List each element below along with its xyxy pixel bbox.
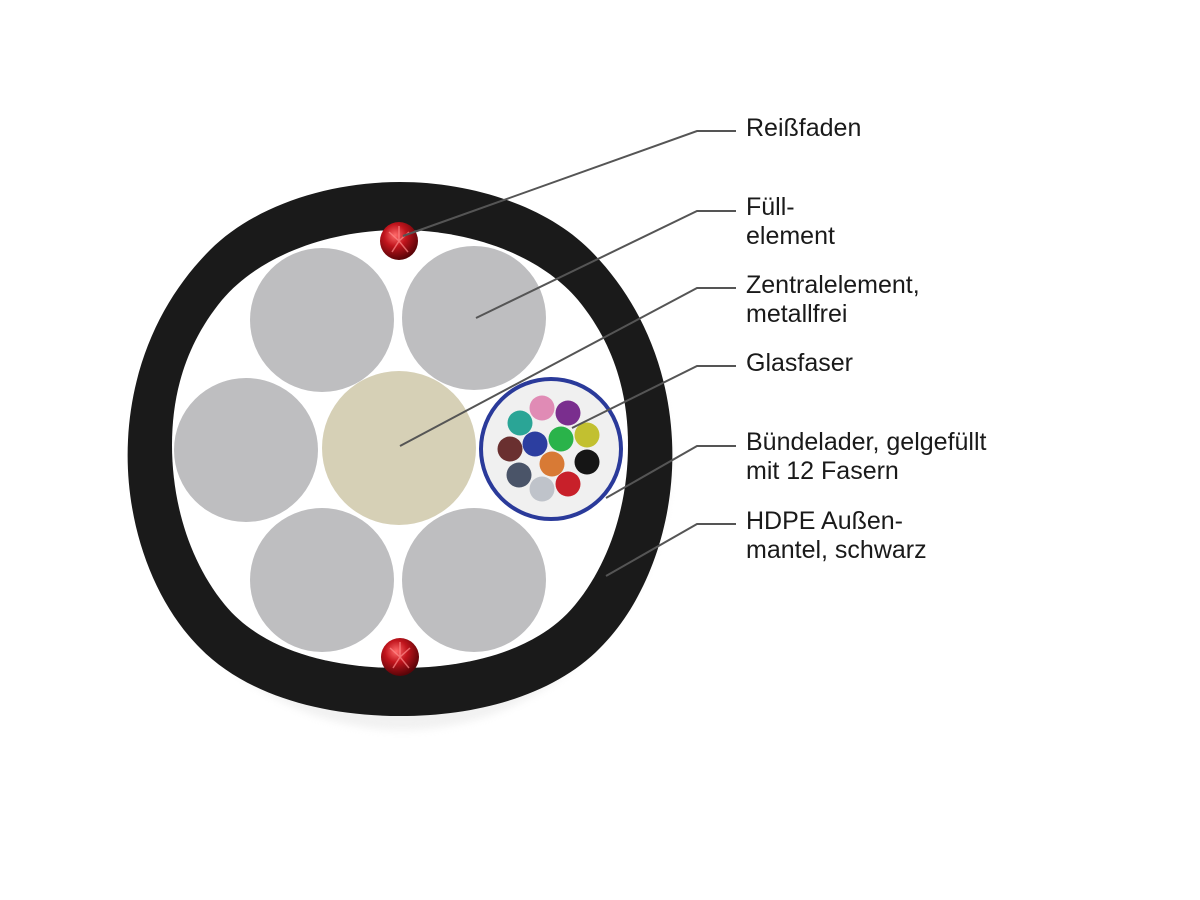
filler-element xyxy=(402,508,546,652)
label-tube-line-1: Bündelader, gelgefüllt xyxy=(746,428,987,456)
label-ripcord: Reißfaden xyxy=(746,114,861,143)
fiber-group xyxy=(497,395,600,502)
label-outer-jacket: HDPE Außen- mantel, schwarz xyxy=(746,507,927,565)
fiber xyxy=(497,436,523,462)
fiber xyxy=(529,395,555,421)
fiber xyxy=(539,451,565,477)
leader-line-filler xyxy=(475,210,736,319)
label-glass-fiber: Glasfaser xyxy=(746,349,853,378)
leader-line-central xyxy=(399,287,736,447)
label-central-line-2: metallfrei xyxy=(746,300,848,328)
label-filler-element: Füll- element xyxy=(746,193,835,251)
label-jacket-line-2: mantel, schwarz xyxy=(746,536,927,564)
fiber xyxy=(574,422,600,448)
leader-line-fiber xyxy=(571,365,736,429)
leader-line-ripcord xyxy=(402,130,736,237)
filler-element xyxy=(250,508,394,652)
leader-lines xyxy=(399,130,736,577)
label-jacket-line-1: HDPE Außen- xyxy=(746,507,904,535)
fiber xyxy=(507,410,533,436)
label-central-element: Zentralelement, metallfrei xyxy=(746,271,920,329)
fiber xyxy=(506,462,532,488)
filler-element xyxy=(250,248,394,392)
fiber xyxy=(574,449,600,475)
label-ripcord-line-1: Reißfaden xyxy=(746,114,862,142)
fiber xyxy=(555,400,581,426)
ripcord-top xyxy=(380,222,418,260)
label-fiber-line-1: Glasfaser xyxy=(746,349,853,377)
label-central-line-1: Zentralelement, xyxy=(746,271,920,299)
fiber xyxy=(548,426,574,452)
ripcord-bottom xyxy=(381,638,419,676)
filler-element xyxy=(174,378,318,522)
central-element xyxy=(322,371,476,525)
label-loose-tube: Bündelader, gelgefüllt mit 12 Fasern xyxy=(746,428,986,486)
leader-line-tube xyxy=(605,445,736,499)
fiber xyxy=(555,471,581,497)
label-tube-line-2: mit 12 Fasern xyxy=(746,457,899,485)
label-filler-line-2: element xyxy=(746,222,835,250)
filler-element xyxy=(402,246,546,390)
fiber xyxy=(522,431,548,457)
fiber xyxy=(529,476,555,502)
leader-line-jacket xyxy=(605,523,736,577)
label-filler-line-1: Füll- xyxy=(746,193,795,221)
